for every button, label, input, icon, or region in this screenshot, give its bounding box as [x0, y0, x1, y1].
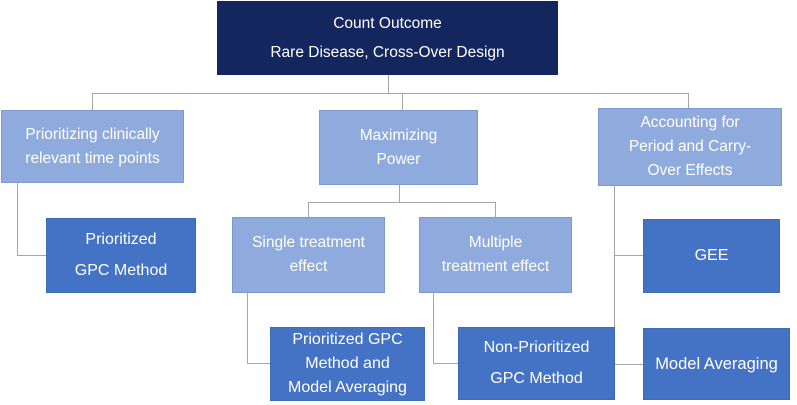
node-label-line: Non-Prioritized	[483, 339, 590, 356]
node-prioritized-gpc-model-averaging: Prioritized GPC Method and Model Averagi…	[270, 327, 425, 401]
node-multiple-treatment-effect: Multiple treatment effect	[419, 217, 572, 293]
connector-root-stub	[388, 74, 389, 93]
node-label-line: Prioritized	[85, 231, 157, 248]
connector-drop-time-points	[92, 93, 93, 110]
connector-into-pgpc-model-avg	[247, 363, 270, 364]
connector-power-horizontal	[308, 202, 496, 203]
node-label-line: Single treatment	[252, 234, 365, 251]
connector-single-down	[247, 293, 248, 363]
node-label-line: Prioritizing clinically	[25, 125, 160, 143]
connector-into-non-prioritized	[433, 363, 458, 364]
node-prioritized-gpc-method: Prioritized GPC Method	[46, 218, 196, 293]
connector-into-gee	[614, 255, 643, 256]
connector-drop-single-effect	[308, 202, 309, 217]
node-label-line: GEE	[694, 247, 729, 264]
connector-power-stub	[399, 185, 400, 202]
node-label-line: Prioritized GPC	[292, 331, 403, 348]
node-label-line: GPC Method	[74, 262, 168, 279]
connector-drop-multiple-effect	[495, 202, 496, 217]
connector-time-points-down	[17, 183, 18, 255]
node-count-outcome: Count Outcome Rare Disease, Cross-Over D…	[217, 1, 558, 75]
node-label-line: Model Averaging	[288, 379, 407, 396]
node-label-line: Accounting for	[640, 114, 740, 131]
connector-multiple-down	[433, 293, 434, 363]
node-label-line: GPC Method	[490, 370, 583, 387]
node-label-line: Rare Disease, Cross-Over Design	[270, 43, 505, 61]
connector-into-prioritized-gpc	[17, 255, 46, 256]
node-period-carryover-effects: Accounting for Period and Carry- Over Ef…	[598, 108, 782, 186]
node-label-line: Model Averaging	[655, 354, 778, 373]
node-non-prioritized-gpc-method: Non-Prioritized GPC Method	[458, 327, 615, 400]
node-prioritizing-time-points: Prioritizing clinically relevant time po…	[1, 110, 184, 183]
node-label-line: effect	[289, 258, 328, 275]
connector-into-model-averaging	[614, 364, 643, 365]
node-model-averaging: Model Averaging	[643, 328, 790, 400]
node-label-line: Maximizing	[359, 126, 438, 144]
node-label-line: Power	[376, 150, 421, 168]
connector-period-trunk	[614, 186, 615, 364]
node-label-line: Method and	[305, 355, 390, 372]
node-maximizing-power: Maximizing Power	[319, 110, 478, 185]
node-label-line: treatment effect	[441, 258, 550, 275]
node-label-line: Period and Carry-	[628, 138, 752, 155]
connector-drop-period-carryover	[688, 93, 689, 108]
node-gee: GEE	[643, 219, 780, 293]
node-label-line: Multiple	[468, 234, 523, 251]
connector-level1-horizontal	[92, 93, 689, 94]
node-label-line: Over Effects	[647, 162, 733, 179]
node-single-treatment-effect: Single treatment effect	[232, 217, 385, 293]
connector-drop-maximizing-power	[402, 93, 403, 110]
node-label-line: Count Outcome	[333, 15, 442, 32]
node-label-line: relevant time points	[25, 149, 160, 167]
